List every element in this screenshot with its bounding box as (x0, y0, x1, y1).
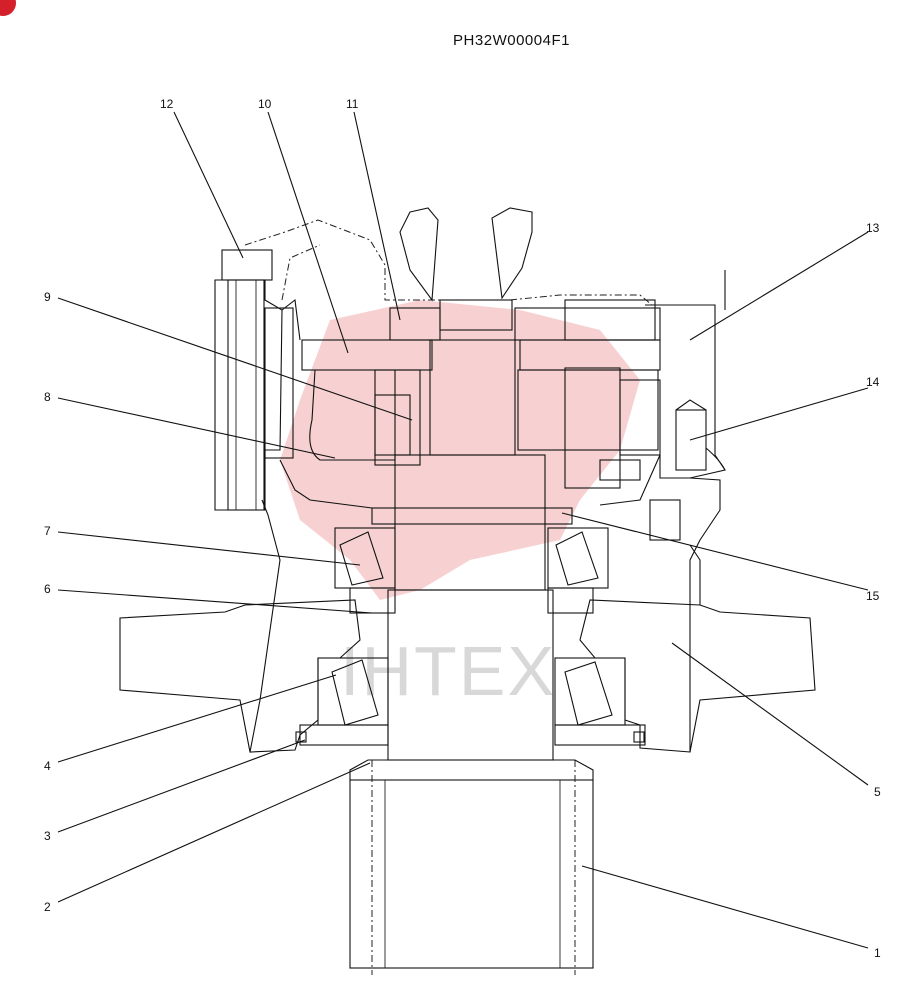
callout-13: 13 (866, 221, 880, 235)
watermark: IHTEX (280, 300, 640, 710)
callout-7: 7 (44, 524, 51, 538)
hub-flange (119, 477, 816, 753)
leader-lines (57, 111, 869, 949)
right-housing (649, 270, 726, 541)
callout-2: 2 (44, 900, 51, 914)
corner-logo-mark (0, 0, 16, 16)
drive-drum (349, 760, 594, 975)
callout-14: 14 (866, 375, 880, 389)
drawing-code: PH32W00004F1 (453, 32, 570, 49)
watermark-text: IHTEX (340, 632, 556, 710)
callout-1: 1 (874, 946, 881, 960)
motor-outline (244, 207, 653, 331)
callout-4: 4 (44, 759, 51, 773)
callout-10: 10 (258, 97, 272, 111)
callout-6: 6 (44, 582, 51, 596)
callout-8: 8 (44, 390, 51, 404)
callout-12: 12 (160, 97, 174, 111)
callout-11: 11 (346, 97, 359, 111)
lower-bearings (295, 657, 646, 746)
callout-15: 15 (866, 589, 880, 603)
callout-numbers: 1 2 3 4 5 6 7 8 9 10 11 12 13 14 15 (44, 97, 881, 960)
left-disk-pack (214, 249, 373, 511)
callout-5: 5 (874, 785, 881, 799)
callout-3: 3 (44, 829, 51, 843)
upper-bearings (334, 527, 609, 614)
callout-9: 9 (44, 290, 51, 304)
